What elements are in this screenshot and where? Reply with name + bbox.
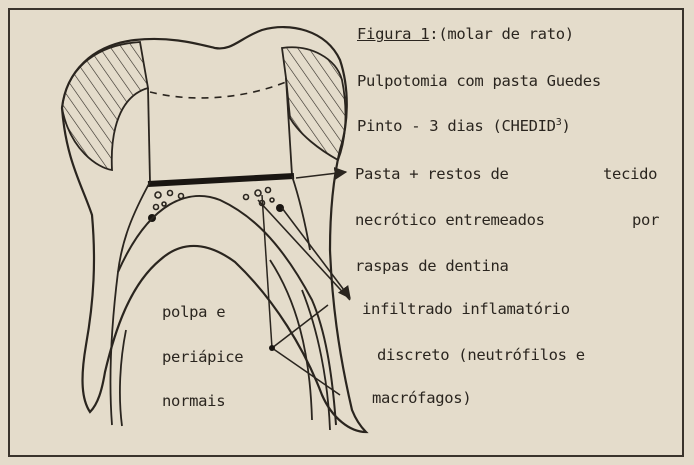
label-pasta-line-1: Pasta + restos de tecido bbox=[355, 165, 673, 183]
caption-label: Figura 1 bbox=[357, 25, 429, 43]
caption-label-sep: : bbox=[429, 25, 438, 43]
enamel-right bbox=[282, 47, 345, 160]
caption-line-3: Pinto - 3 dias (CHEDID3) bbox=[357, 117, 570, 135]
paste-band bbox=[148, 176, 294, 184]
leader-polpa-2 bbox=[272, 305, 328, 348]
chamber-left-wall bbox=[148, 88, 150, 182]
caption-line-3-end: ) bbox=[561, 117, 570, 135]
label-polpa-line-2: periápice bbox=[162, 348, 243, 366]
root-right-mid bbox=[270, 260, 312, 420]
label-polpa-line-3: normais bbox=[162, 392, 225, 410]
dashed-line bbox=[150, 82, 286, 98]
pulp-arch bbox=[118, 196, 336, 425]
enamel-left bbox=[62, 42, 148, 170]
label-infl-line-2: discreto (neutrófilos e bbox=[377, 346, 585, 364]
label-pasta-2a: necrótico entremeados bbox=[355, 211, 545, 229]
arrow-infl-1 bbox=[282, 208, 350, 298]
label-pasta-2b: por bbox=[632, 211, 659, 229]
label-pasta-line-2: necrótico entremeados por bbox=[355, 211, 673, 229]
label-pasta-1b: tecido bbox=[603, 165, 657, 183]
caption-line-3-main: Pinto - 3 dias (CHEDID bbox=[357, 117, 556, 135]
caption-subject: (molar de rato) bbox=[438, 25, 573, 43]
caption-line-1: Figura 1:(molar de rato) bbox=[357, 25, 574, 43]
label-polpa-line-1: polpa e bbox=[162, 303, 225, 321]
label-pasta-line-3: raspas de dentina bbox=[355, 257, 509, 275]
caption-line-2: Pulpotomia com pasta Guedes bbox=[357, 72, 601, 90]
root-left-inner bbox=[120, 330, 126, 426]
arrow-pasta bbox=[296, 172, 346, 178]
leader-polpa-1 bbox=[262, 195, 272, 348]
label-infl-line-3: macrófagos) bbox=[372, 389, 471, 407]
label-pasta-1a: Pasta + restos de bbox=[355, 165, 509, 183]
pulp-inner-left bbox=[110, 182, 150, 425]
label-infl-line-1: infiltrado inflamatório bbox=[362, 300, 570, 318]
